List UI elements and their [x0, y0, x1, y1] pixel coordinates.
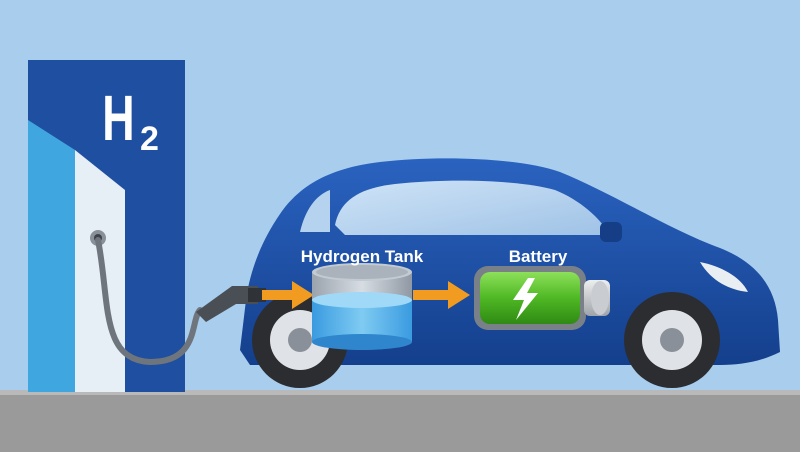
battery — [474, 266, 610, 330]
ground — [0, 392, 800, 452]
hydrogen-tank — [312, 263, 412, 350]
station-symbol-main: H — [102, 82, 134, 154]
fuel-nozzle-icon — [196, 286, 266, 322]
car-mirror — [600, 222, 622, 242]
fuel-hose — [95, 237, 203, 366]
battery-label: Battery — [509, 247, 568, 266]
car-window-rear — [300, 190, 330, 232]
car-window-main — [335, 180, 610, 235]
tank-label: Hydrogen Tank — [301, 247, 424, 266]
hydrogen-station: H 2 — [28, 60, 185, 392]
arrow-right-icon — [413, 281, 470, 309]
station-symbol-sub: 2 — [140, 120, 159, 158]
station-light-panel — [28, 120, 75, 392]
car-headlight — [700, 262, 748, 292]
ground-edge — [0, 390, 800, 395]
arrow-right-icon — [262, 281, 314, 309]
lightning-bolt-icon — [513, 278, 538, 320]
